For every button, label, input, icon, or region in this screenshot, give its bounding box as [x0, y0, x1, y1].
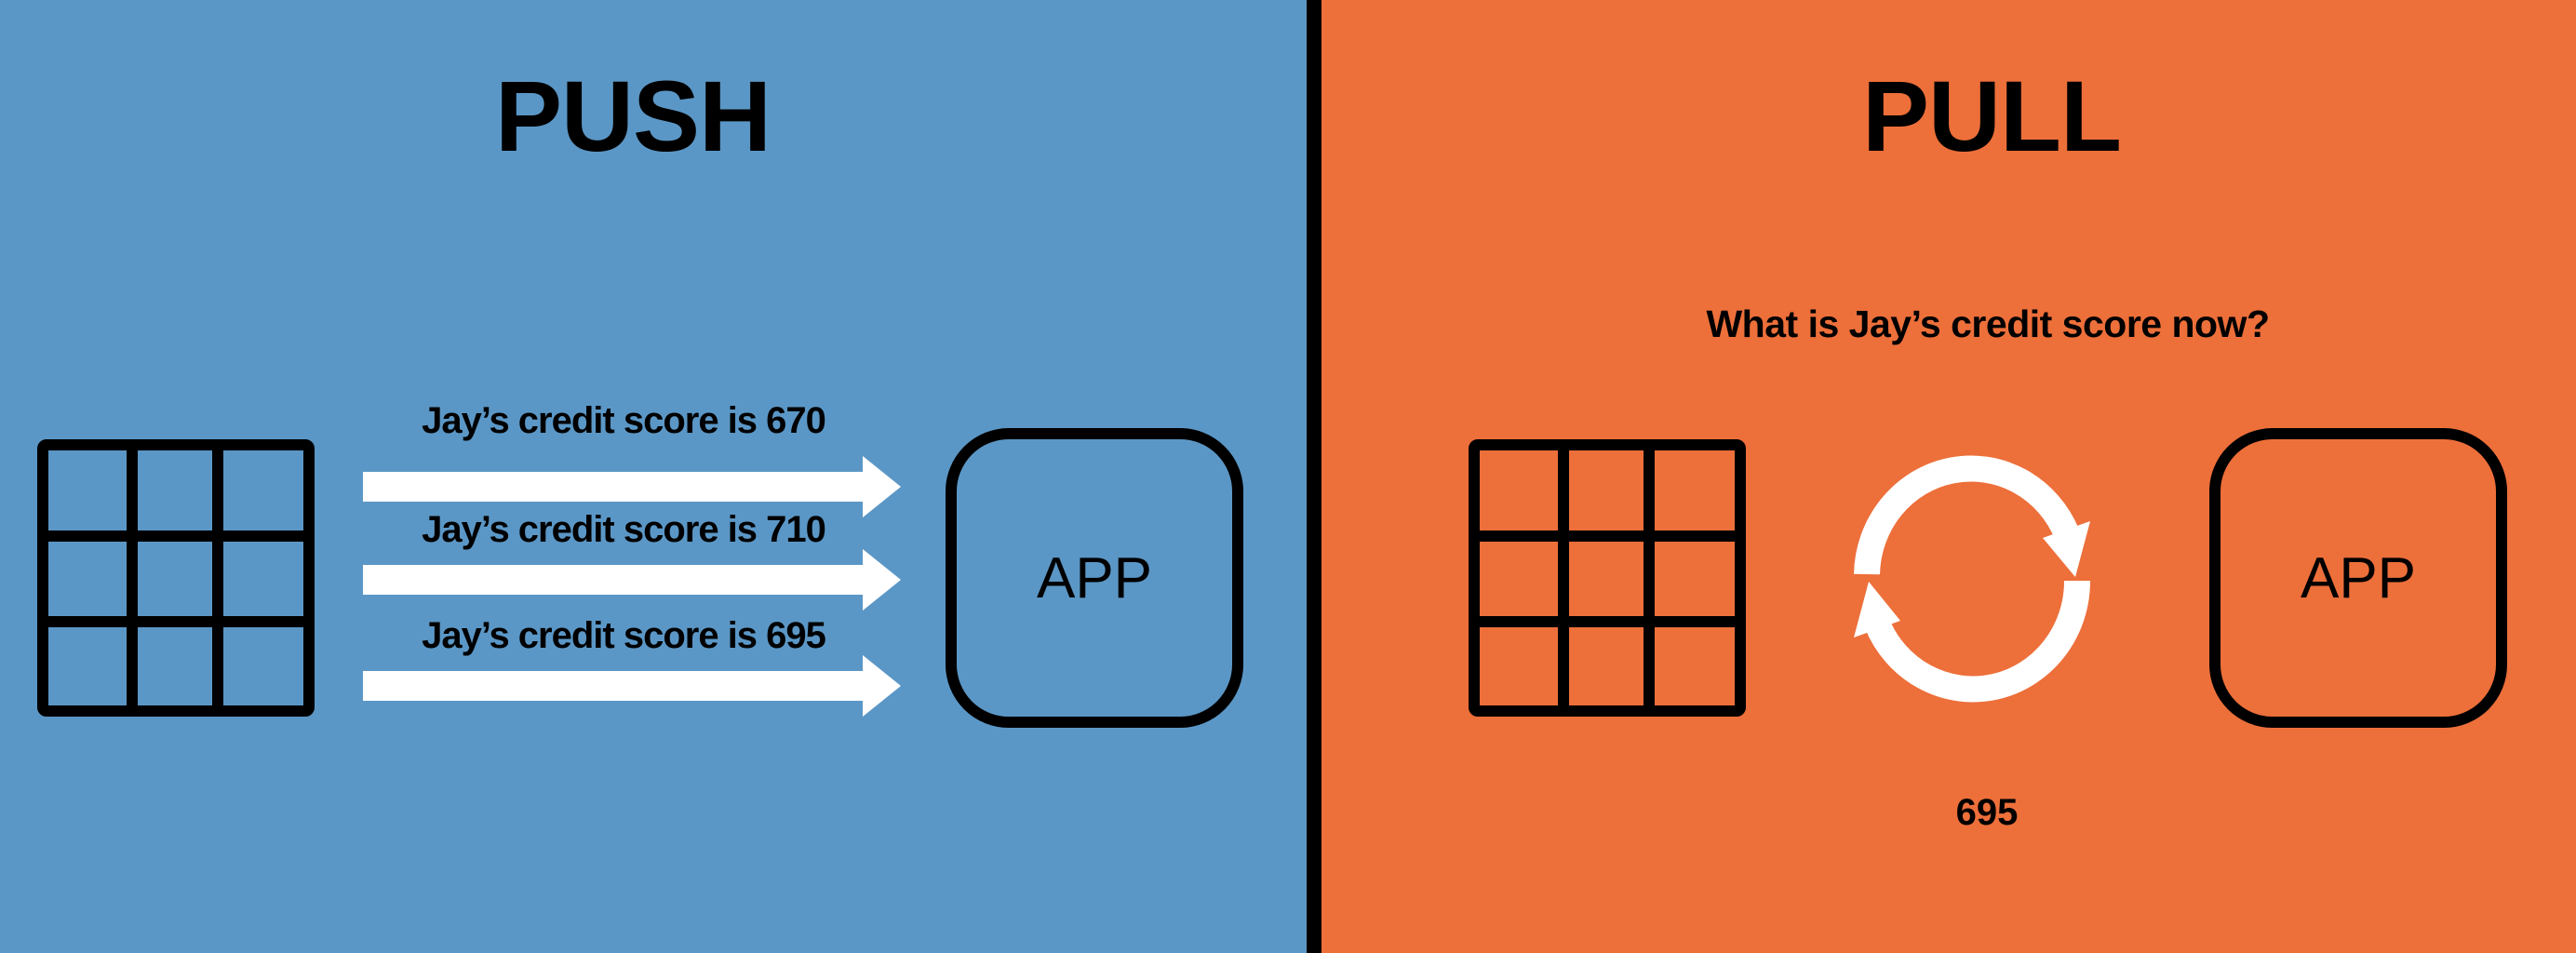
- refresh-cycle-icon: [1854, 455, 2091, 703]
- panel-divider: [1307, 0, 1322, 953]
- push-message-1: Jay’s credit score is 670: [422, 400, 826, 441]
- push-message-3: Jay’s credit score is 695: [422, 615, 826, 656]
- arrow-right-icon: [363, 456, 901, 517]
- push-app-label: APP: [1036, 545, 1153, 611]
- pull-app-box: APP: [2209, 428, 2507, 728]
- arrow-right-icon: [363, 655, 901, 717]
- push-title: PUSH: [494, 60, 771, 172]
- arrow-right-icon: [363, 549, 901, 611]
- push-app-box: APP: [946, 428, 1243, 728]
- push-message-2: Jay’s credit score is 710: [422, 509, 826, 550]
- table-grid-icon: [37, 439, 315, 717]
- pull-result-value: 695: [1955, 792, 2019, 833]
- pull-title: PULL: [1862, 60, 2122, 172]
- table-grid-icon: [1469, 439, 1746, 717]
- pull-app-label: APP: [2300, 545, 2417, 611]
- pull-question: What is Jay’s credit score now?: [1706, 302, 2270, 345]
